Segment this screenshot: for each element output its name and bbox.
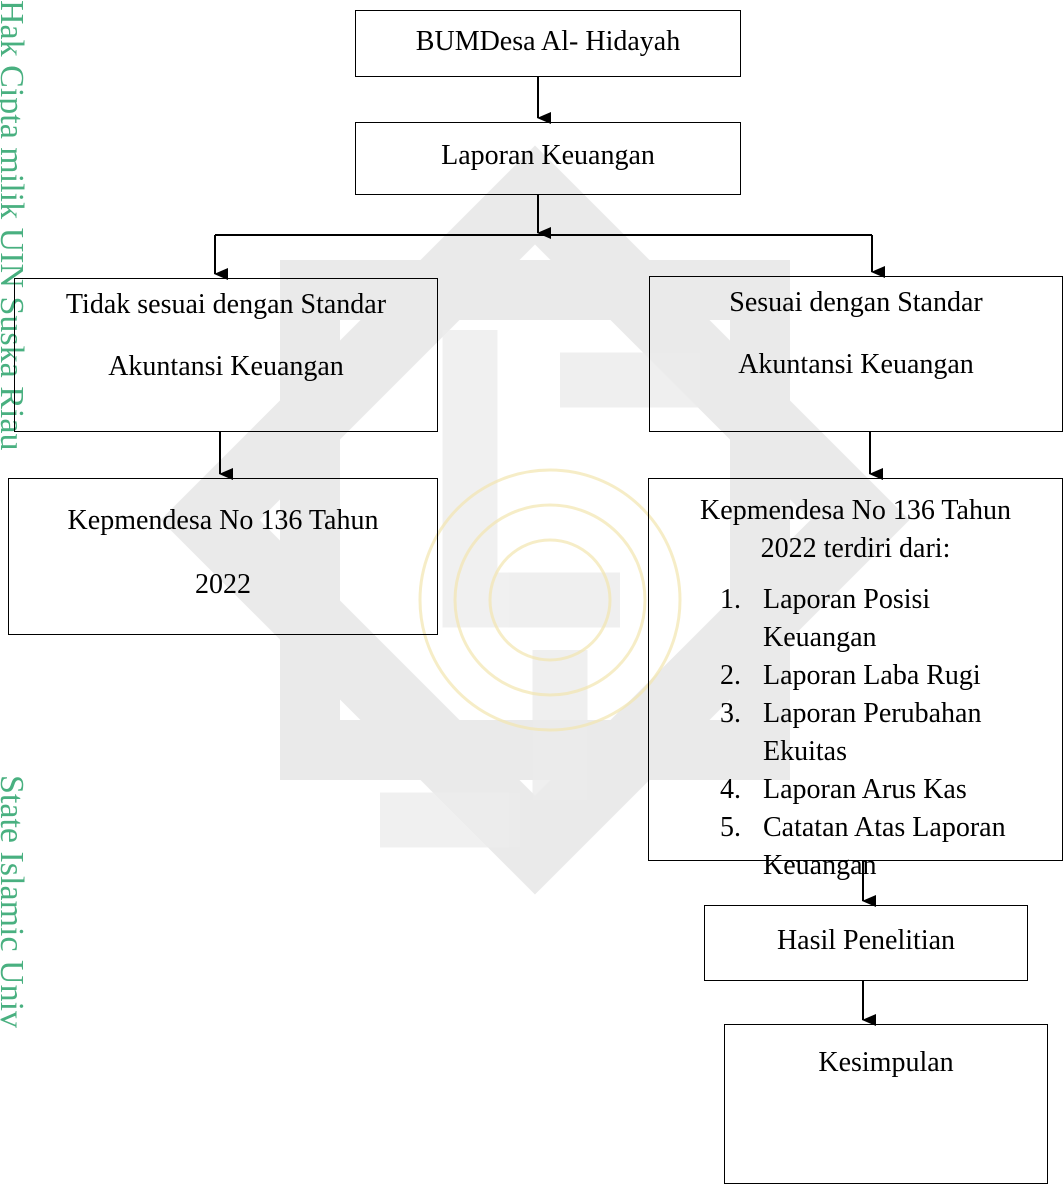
node-kepmendesa-left-line1: Kepmendesa No 136 Tahun (67, 505, 379, 536)
list-item-number: 2. (720, 660, 741, 691)
node-bumdesa: BUMDesa Al- Hidayah (355, 10, 741, 77)
node-tidak-sesuai-line2: Akuntansi Keuangan (108, 351, 344, 382)
list-item-line2: Keuangan (763, 622, 877, 653)
list-item-number: 5. (720, 812, 741, 843)
list-item-number: 4. (720, 774, 741, 805)
node-sesuai: Sesuai dengan Standar Akuntansi Keuangan (649, 276, 1063, 432)
list-item-line1: Laporan Perubahan (763, 698, 982, 729)
node-kepmendesa-right-head2: 2022 terdiri dari: (760, 533, 951, 564)
node-laporan-keuangan-label: Laporan Keuangan (441, 140, 655, 171)
list-item-line1: Laporan Arus Kas (763, 774, 967, 805)
node-bumdesa-label: BUMDesa Al- Hidayah (415, 26, 681, 57)
list-item-line1: Laporan Laba Rugi (763, 660, 981, 691)
node-hasil-penelitian: Hasil Penelitian (704, 905, 1028, 981)
report-list: 1. Laporan Posisi Keuangan 2. Laporan La… (701, 581, 1054, 885)
node-tidak-sesuai: Tidak sesuai dengan Standar Akuntansi Ke… (14, 278, 438, 432)
node-kepmendesa-left: Kepmendesa No 136 Tahun 2022 (8, 478, 438, 635)
list-item-line1: Laporan Posisi (763, 584, 931, 615)
node-hasil-penelitian-label: Hasil Penelitian (776, 925, 956, 956)
node-kesimpulan-label: Kesimpulan (818, 1047, 954, 1078)
watermark-side-text-bottom: State Islamic Univ (0, 775, 30, 1029)
node-laporan-keuangan: Laporan Keuangan (355, 122, 741, 195)
node-tidak-sesuai-line1: Tidak sesuai dengan Standar (65, 289, 387, 320)
list-item-line1: Catatan Atas Laporan (763, 812, 1006, 843)
node-kepmendesa-right-head1: Kepmendesa No 136 Tahun (700, 495, 1011, 526)
node-kepmendesa-right: Kepmendesa No 136 Tahun 2022 terdiri dar… (648, 478, 1063, 881)
list-item-number: 3. (720, 698, 741, 729)
node-sesuai-line2: Akuntansi Keuangan (738, 349, 974, 380)
list-item: 2. Laporan Laba Rugi (701, 657, 1054, 695)
node-kesimpulan: Kesimpulan (724, 1024, 1048, 1184)
list-item-number: 1. (720, 584, 741, 615)
list-item: 1. Laporan Posisi Keuangan (701, 581, 1054, 657)
node-kepmendesa-left-line2: 2022 (195, 569, 251, 600)
list-item: 3. Laporan Perubahan Ekuitas (701, 695, 1054, 771)
node-sesuai-line1: Sesuai dengan Standar (729, 287, 983, 318)
list-item: 4. Laporan Arus Kas (701, 771, 1054, 809)
list-item-line2: Ekuitas (763, 736, 847, 767)
list-item-line2: Keuangan (763, 850, 877, 881)
list-item: 5. Catatan Atas Laporan Keuangan (701, 809, 1054, 885)
